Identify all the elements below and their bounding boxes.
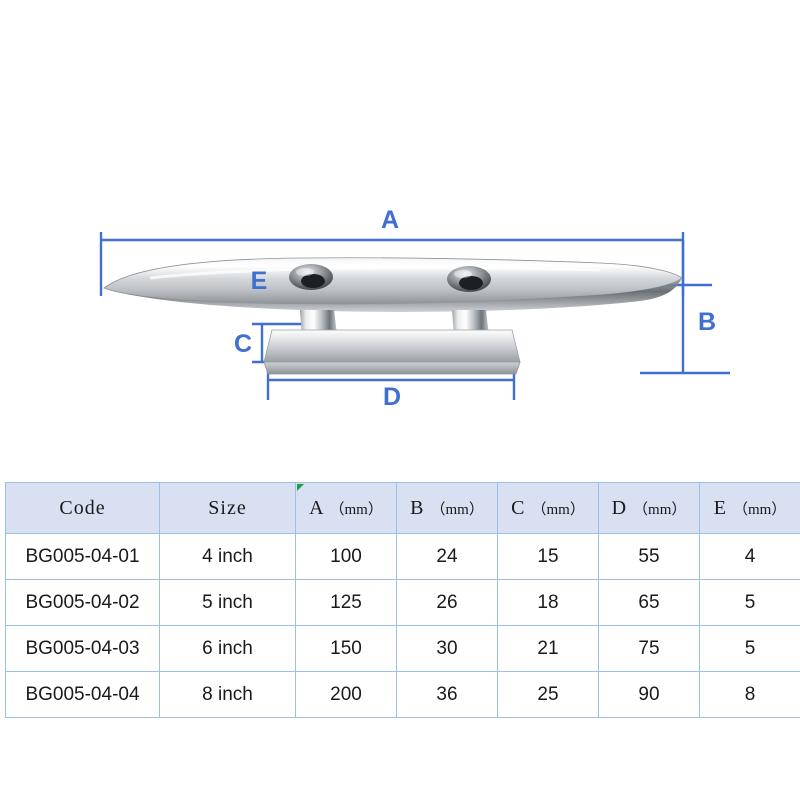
column-header-b-unit: （mm）: [430, 501, 484, 518]
cell-d: 65: [598, 579, 700, 626]
column-header-code: Code: [5, 482, 160, 534]
dimension-label-d: D: [383, 383, 401, 411]
column-header-size-text: Size: [208, 496, 247, 519]
specification-table: Code Size A （mm） B （mm） C （mm）: [5, 482, 800, 718]
table-row: BG005-04-02 5 inch 125 26 18 65 5: [5, 579, 800, 626]
column-header-d-text: D: [611, 496, 628, 519]
column-header-a: A （mm）: [295, 482, 397, 534]
cell-a: 125: [295, 579, 397, 626]
cell-c: 25: [497, 671, 599, 718]
cell-d: 75: [598, 625, 700, 672]
cell-c: 15: [497, 533, 599, 580]
cell-e: 5: [699, 625, 800, 672]
table-header-row: Code Size A （mm） B （mm） C （mm）: [5, 482, 800, 534]
column-header-a-text: A: [309, 496, 324, 519]
cell-a: 100: [295, 533, 397, 580]
cell-size: 5 inch: [159, 579, 296, 626]
cell-code: BG005-04-02: [5, 579, 160, 626]
column-header-e: E （mm）: [699, 482, 800, 534]
column-header-e-text: E: [713, 496, 727, 519]
column-header-b-text: B: [410, 496, 425, 519]
column-header-b: B （mm）: [396, 482, 498, 534]
column-header-d: D （mm）: [598, 482, 700, 534]
dimension-label-a: A: [381, 206, 399, 234]
column-header-d-unit: （mm）: [633, 501, 687, 518]
cell-code: BG005-04-03: [5, 625, 160, 672]
column-header-size: Size: [159, 482, 296, 534]
cell-b: 30: [396, 625, 498, 672]
column-header-c: C （mm）: [497, 482, 599, 534]
column-header-c-text: C: [511, 496, 526, 519]
cell-c: 21: [497, 625, 599, 672]
cell-a: 200: [295, 671, 397, 718]
dimension-label-e: E: [251, 267, 268, 295]
column-header-c-unit: （mm）: [531, 501, 585, 518]
table-body: BG005-04-01 4 inch 100 24 15 55 4 BG005-…: [5, 533, 800, 718]
cell-comment-flag-icon: [297, 484, 304, 491]
specification-table-container: Code Size A （mm） B （mm） C （mm）: [5, 482, 800, 718]
cell-d: 55: [598, 533, 700, 580]
cleat-illustration: [103, 257, 683, 375]
dimension-label-c: C: [234, 330, 252, 358]
cell-code: BG005-04-01: [5, 533, 160, 580]
product-dimension-diagram: A B C D E: [99, 206, 730, 411]
cell-size: 4 inch: [159, 533, 296, 580]
column-header-code-text: Code: [59, 496, 106, 519]
column-header-a-unit: （mm）: [329, 501, 383, 518]
cell-a: 150: [295, 625, 397, 672]
cell-size: 8 inch: [159, 671, 296, 718]
cell-e: 5: [699, 579, 800, 626]
dimension-label-b: B: [698, 308, 716, 336]
table-row: BG005-04-03 6 inch 150 30 21 75 5: [5, 625, 800, 672]
cell-b: 36: [396, 671, 498, 718]
cell-code: BG005-04-04: [5, 671, 160, 718]
table-row: BG005-04-01 4 inch 100 24 15 55 4: [5, 533, 800, 580]
column-header-e-unit: （mm）: [732, 501, 787, 518]
cell-e: 4: [699, 533, 800, 580]
cell-b: 26: [396, 579, 498, 626]
dimension-lines: [99, 232, 730, 400]
cell-size: 6 inch: [159, 625, 296, 672]
table-row: BG005-04-04 8 inch 200 36 25 90 8: [5, 671, 800, 718]
cell-d: 90: [598, 671, 700, 718]
cell-c: 18: [497, 579, 599, 626]
cell-b: 24: [396, 533, 498, 580]
cell-e: 8: [699, 671, 800, 718]
